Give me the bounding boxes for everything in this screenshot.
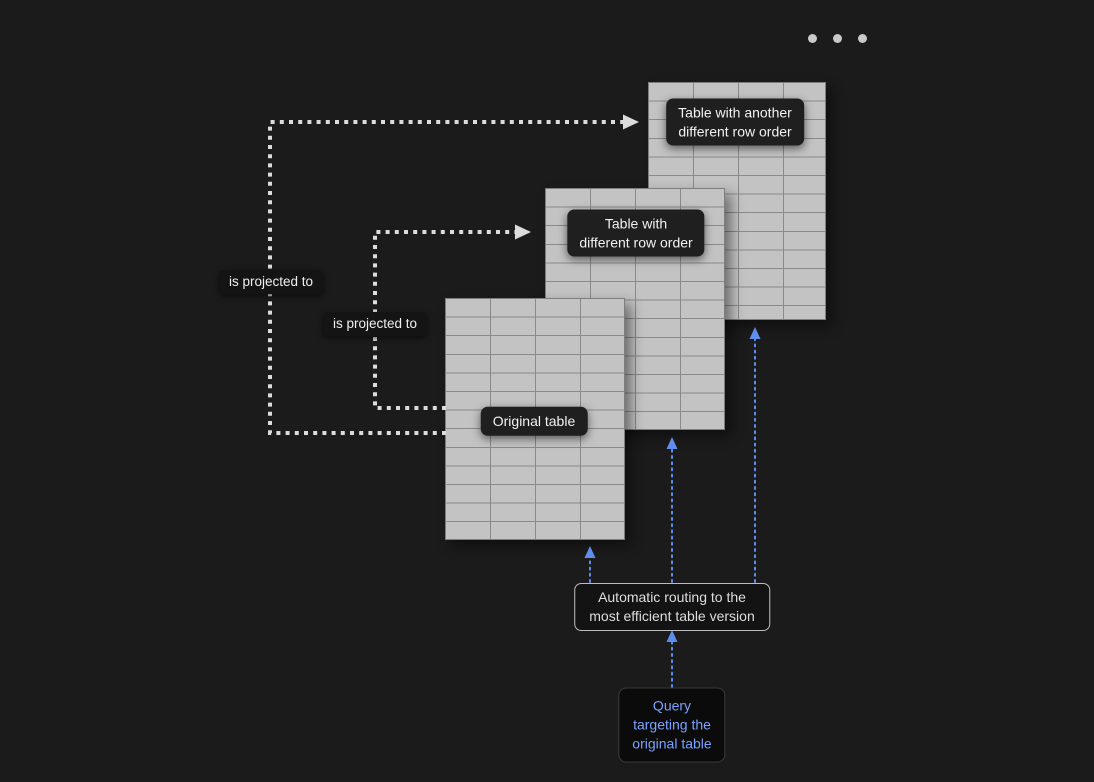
label-line: different row order: [678, 123, 792, 139]
ellipsis-dots-icon: [808, 34, 867, 43]
dot-icon: [858, 34, 867, 43]
arrowhead-routing-original-icon: [584, 546, 596, 558]
query-box: Query targeting the original table: [618, 687, 726, 763]
arrowhead-to-mid-table-icon: [515, 224, 531, 240]
edge-label-is-projected-to-1: is projected to: [218, 270, 324, 294]
routing-line: most efficient table version: [589, 608, 755, 624]
label-line: Table with: [604, 215, 668, 232]
query-line: original table: [632, 735, 712, 752]
edge-label-is-projected-to-2: is projected to: [322, 312, 428, 336]
label-table-another-row-order: Table with another different row order: [666, 98, 804, 146]
automatic-routing-box: Automatic routing to the most efficient …: [574, 583, 770, 631]
arrowhead-routing-back-icon: [749, 327, 761, 339]
label-table-different-row-order: Table with different row order: [567, 209, 705, 257]
label-line: Table with another: [678, 104, 792, 121]
label-line: different row order: [579, 234, 693, 250]
routing-line: Automatic routing to the: [598, 589, 746, 605]
dot-icon: [808, 34, 817, 43]
arrowhead-routing-mid-icon: [666, 437, 678, 449]
dot-icon: [833, 34, 842, 43]
arrowhead-to-back-table-icon: [623, 114, 639, 130]
arrowhead-query-routing-icon: [666, 630, 678, 642]
query-line: Query: [652, 697, 692, 714]
label-original-table: Original table: [480, 406, 588, 436]
query-line: targeting the: [633, 716, 711, 733]
